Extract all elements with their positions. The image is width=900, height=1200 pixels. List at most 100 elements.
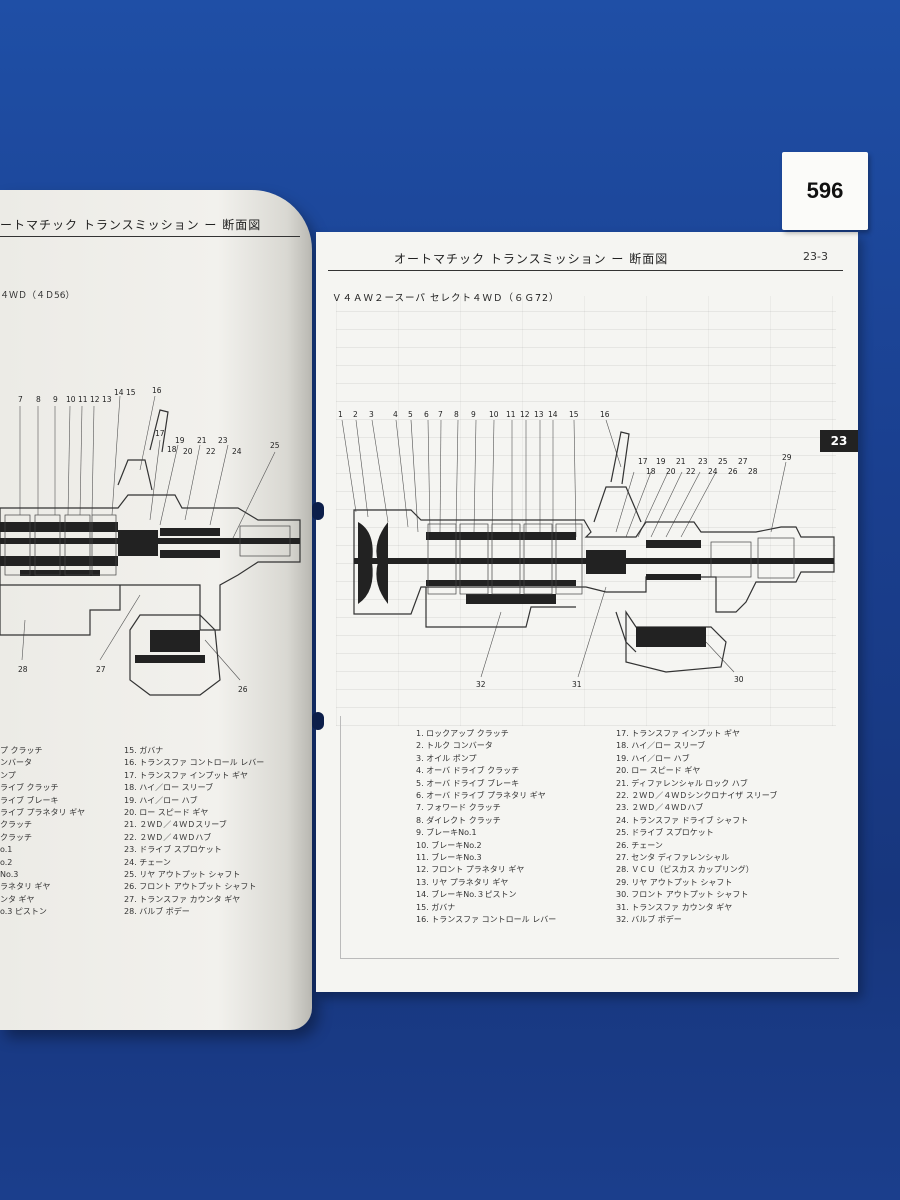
list-item: 4. オーバ ドライブ クラッチ xyxy=(416,766,520,776)
svg-text:27: 27 xyxy=(738,457,748,466)
svg-text:17: 17 xyxy=(155,429,165,438)
svg-text:16: 16 xyxy=(600,410,610,419)
left-cross-section-diagram: 7 8 9 10 11 12 13 14 15 16 17 18 19 20 2… xyxy=(0,386,301,696)
list-item: クラッチ xyxy=(0,820,32,830)
list-item: ライブ ブレーキ xyxy=(0,795,59,805)
svg-text:25: 25 xyxy=(270,441,280,450)
list-item: 7. フォワード クラッチ xyxy=(416,803,501,813)
svg-text:23: 23 xyxy=(698,457,708,466)
list-item: ンプ xyxy=(0,770,16,780)
list-item: o.2 xyxy=(0,857,13,867)
svg-text:2: 2 xyxy=(353,410,358,419)
list-item: 22. ２ＷＤ／４ＷＤシンクロナイザ スリーブ xyxy=(616,791,778,801)
svg-text:12: 12 xyxy=(520,410,530,419)
list-item: 11. ブレーキNo.3 xyxy=(416,853,482,863)
list-item: ンタ ギヤ xyxy=(0,894,35,904)
list-item: プ クラッチ xyxy=(0,746,43,755)
list-item: 19. ハイ／ロー ハブ xyxy=(616,753,690,763)
list-item: 8. ダイレクト クラッチ xyxy=(416,815,501,825)
svg-text:12: 12 xyxy=(90,395,100,404)
list-item: 27. トランスファ カウンタ ギヤ xyxy=(124,894,241,904)
list-item: 28. バルブ ボデー xyxy=(124,907,190,917)
right-cross-section-diagram: 1 2 3 4 5 6 7 8 9 10 11 12 13 14 15 16 1… xyxy=(338,410,835,689)
svg-text:28: 28 xyxy=(18,665,28,674)
list-item: 9. ブレーキNo.1 xyxy=(416,828,477,838)
list-item: 31. トランスファ カウンタ ギヤ xyxy=(616,902,733,912)
list-item: クラッチ xyxy=(0,832,32,842)
svg-text:27: 27 xyxy=(96,665,106,674)
list-item: 18. ハイ／ロー スリーブ xyxy=(124,783,214,793)
left-page-header: ートマチック トランスミッション ー 断面図 xyxy=(0,218,262,232)
svg-text:21: 21 xyxy=(197,436,207,445)
svg-text:24: 24 xyxy=(232,447,242,456)
svg-text:19: 19 xyxy=(175,436,185,445)
list-item: 22. ２ＷＤ／４ＷＤハブ xyxy=(124,832,212,842)
svg-text:24: 24 xyxy=(708,467,718,476)
list-item: No.3 xyxy=(0,870,19,880)
right-model-label: Ｖ４ＡＷ２ースーパ セレクト４ＷＤ（６Ｇ72） xyxy=(332,293,560,304)
left-legend-column-1: プ クラッチ ンバータ ンプ ライブ クラッチ ライブ ブレーキ ライブ プラネ… xyxy=(0,745,110,919)
list-item: 26. チェーン xyxy=(616,840,663,850)
list-item: 17. トランスファ インプット ギヤ xyxy=(124,770,248,780)
list-item: 15. ガバナ xyxy=(124,746,164,755)
left-model-label: ４ＷＤ（４Ｄ56） xyxy=(0,291,75,301)
right-page-header: オートマチック トランスミッション ー 断面図 xyxy=(394,252,669,266)
svg-text:9: 9 xyxy=(471,410,476,419)
page-number: 23-3 xyxy=(803,250,828,263)
list-item: 1. ロックアップ クラッチ xyxy=(416,729,509,738)
svg-text:23: 23 xyxy=(218,436,228,445)
svg-text:26: 26 xyxy=(238,685,248,694)
list-item: 10. ブレーキNo.2 xyxy=(416,840,482,850)
section-tab: 23 xyxy=(820,430,858,452)
svg-text:25: 25 xyxy=(718,457,728,466)
svg-text:16: 16 xyxy=(152,386,162,395)
svg-text:26: 26 xyxy=(728,467,738,476)
svg-text:11: 11 xyxy=(78,395,88,404)
svg-text:15: 15 xyxy=(126,388,136,397)
svg-text:32: 32 xyxy=(476,680,486,689)
svg-text:18: 18 xyxy=(646,467,656,476)
list-item: 15. ガバナ xyxy=(416,902,456,912)
svg-text:31: 31 xyxy=(572,680,582,689)
list-item: 27. センタ ディファレンシャル xyxy=(616,853,730,863)
svg-text:3: 3 xyxy=(369,410,374,419)
sticker-number: 596 xyxy=(806,178,844,203)
right-legend-column-1: 1. ロックアップ クラッチ 2. トルク コンバータ 3. オイル ポンプ 4… xyxy=(416,728,616,927)
list-item: 24. チェーン xyxy=(124,857,171,867)
list-item: 24. トランスファ ドライブ シャフト xyxy=(616,815,749,825)
svg-text:10: 10 xyxy=(489,410,499,419)
svg-text:28: 28 xyxy=(748,467,758,476)
svg-text:6: 6 xyxy=(424,410,429,419)
svg-text:21: 21 xyxy=(676,457,686,466)
binder-hole-bottom xyxy=(312,712,324,730)
list-item: 21. ディファレンシャル ロック ハブ xyxy=(616,778,748,788)
list-item: 20. ロー スピード ギヤ xyxy=(124,808,209,818)
list-item: 19. ハイ／ロー ハブ xyxy=(124,795,198,805)
list-item: 20. ロー スピード ギヤ xyxy=(616,766,701,776)
list-item: 18. ハイ／ロー スリーブ xyxy=(616,741,706,751)
svg-text:22: 22 xyxy=(206,447,216,456)
list-item: 3. オイル ポンプ xyxy=(416,753,477,763)
list-item: 30. フロント アウトプット シャフト xyxy=(616,890,749,900)
right-header-rule xyxy=(328,270,843,271)
svg-text:30: 30 xyxy=(734,675,744,684)
list-item: 16. トランスファ コントロール レバー xyxy=(124,758,265,768)
list-item: ライブ プラネタリ ギヤ xyxy=(0,808,86,818)
list-item: 25. ドライブ スプロケット xyxy=(616,828,714,838)
right-legend-column-2: 17. トランスファ インプット ギヤ 18. ハイ／ロー スリーブ 19. ハ… xyxy=(616,728,846,927)
svg-text:13: 13 xyxy=(534,410,544,419)
left-legend-column-2: 15. ガバナ 16. トランスファ コントロール レバー 17. トランスファ… xyxy=(124,745,304,919)
svg-text:10: 10 xyxy=(66,395,76,404)
svg-text:8: 8 xyxy=(454,410,459,419)
svg-text:11: 11 xyxy=(506,410,516,419)
list-item: 2. トルク コンバータ xyxy=(416,741,493,751)
list-item: 17. トランスファ インプット ギヤ xyxy=(616,729,740,738)
list-item: ンバータ xyxy=(0,758,32,768)
svg-text:13: 13 xyxy=(102,395,112,404)
right-callout-numbers: 1 2 3 4 5 6 7 8 9 10 11 12 13 14 15 16 1… xyxy=(338,410,792,689)
binder-hole-top xyxy=(312,502,324,520)
svg-text:4: 4 xyxy=(393,410,398,419)
list-item: 28. ＶＣＵ（ビスカス カップリング） xyxy=(616,865,754,875)
svg-text:14: 14 xyxy=(548,410,558,419)
list-item: o.1 xyxy=(0,845,13,855)
